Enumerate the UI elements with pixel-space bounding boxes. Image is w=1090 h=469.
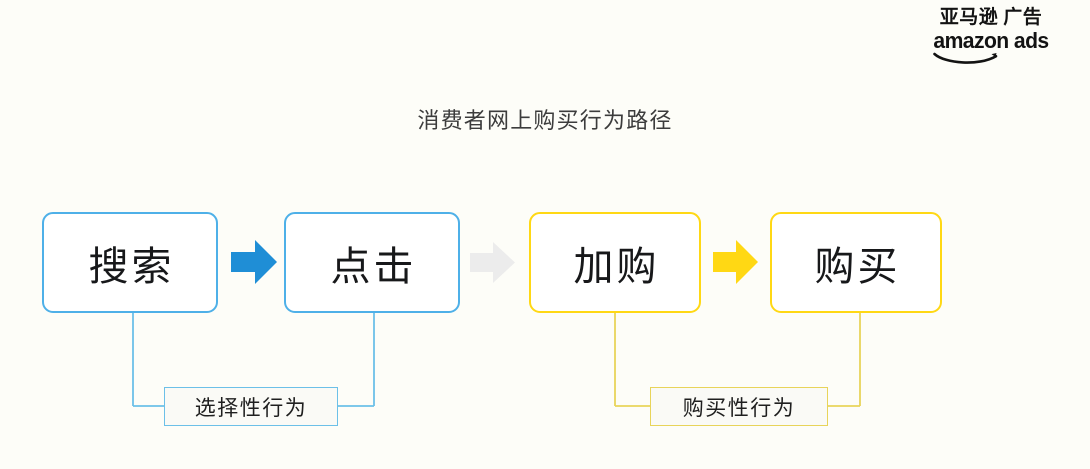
- logo-english-text: amazon ads: [933, 28, 1049, 53]
- logo-chinese-text: 亚马逊广告: [925, 8, 1057, 27]
- step-label-add-to-cart: 加购: [573, 244, 660, 289]
- step-label-purchase: 购买: [814, 244, 901, 289]
- page-title: 消费者网上购买行为路径: [417, 108, 673, 133]
- logo-chinese-ads: 广告: [1003, 7, 1043, 28]
- step-box-purchase[interactable]: 购买: [770, 212, 942, 313]
- step-box-add-to-cart[interactable]: 加购: [529, 212, 701, 313]
- arrow-right-icon-search-to-click: [231, 240, 277, 284]
- group-label-purchase-behavior-text: 购买性行为: [682, 396, 796, 420]
- step-label-click: 点击: [330, 244, 417, 289]
- group-label-selective-behavior-text: 选择性行为: [194, 396, 308, 420]
- group-label-selective-behavior: 选择性行为: [164, 387, 338, 426]
- step-label-search: 搜索: [88, 244, 175, 289]
- arrow-right-icon-click-to-add-to-cart: [470, 242, 515, 283]
- group-label-purchase-behavior: 购买性行为: [650, 387, 828, 426]
- logo-chinese-amazon: 亚马逊: [939, 7, 999, 28]
- amazon-ads-logo: 亚马逊广告 amazon ads: [925, 8, 1057, 64]
- amazon-smile-swoosh-icon: [933, 52, 998, 64]
- step-box-search[interactable]: 搜索: [42, 212, 218, 313]
- logo-english-wrap: amazon ads: [925, 28, 1057, 64]
- arrow-right-icon-add-to-cart-to-purchase: [713, 240, 758, 284]
- step-box-click[interactable]: 点击: [284, 212, 460, 313]
